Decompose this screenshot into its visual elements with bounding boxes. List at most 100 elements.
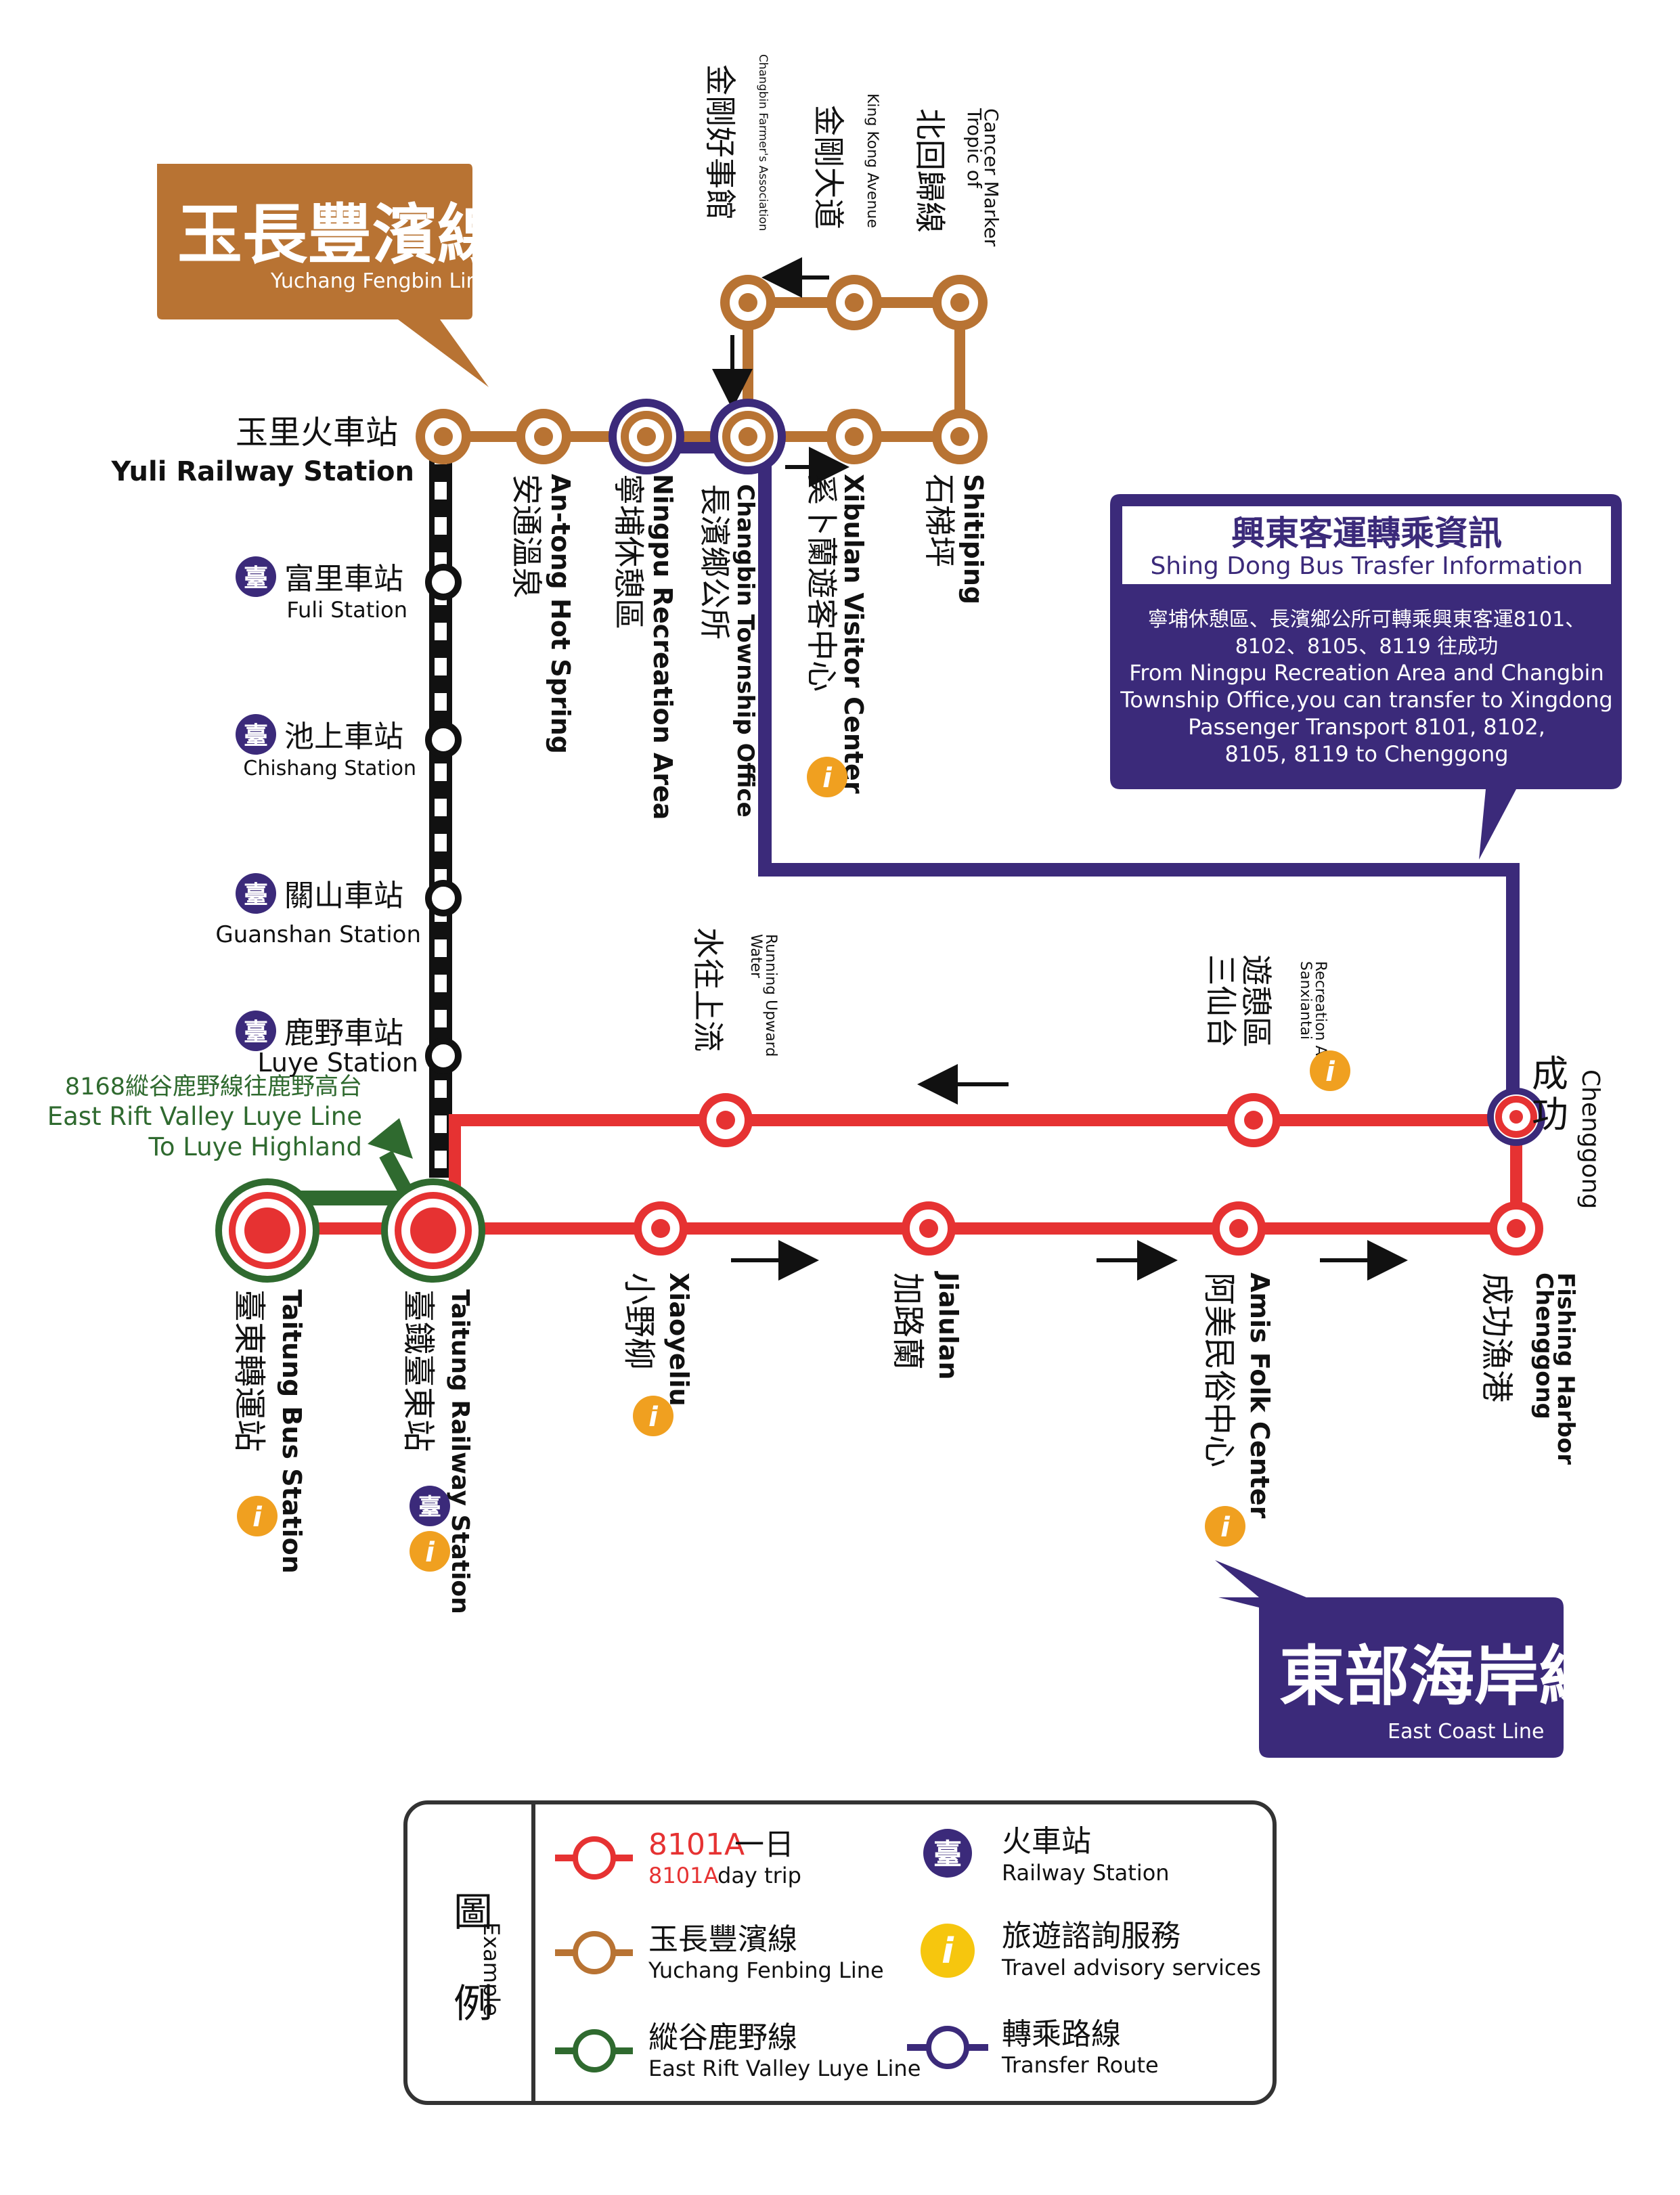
station-amis-marker[interactable] [1212,1201,1266,1256]
luye-label-zh: 鹿野車站 [284,1016,403,1050]
eastcoast-title: 東部海岸線 [1279,1639,1604,1714]
chenggong-label-en: Chenggong [1576,1069,1604,1209]
changbin-label-en: Changbin Township Office [732,484,759,818]
shingdong-info-box: 興東客運轉乘資訊 Shing Dong Bus Trasfer Informat… [1110,494,1622,860]
shitiping-label-zh: 石梯坪 [921,474,958,567]
kingkong-label-en: King Kong Avenue [864,93,881,228]
svg-text:i: i [252,1502,263,1533]
station-jingang-farm-marker[interactable] [720,275,776,330]
station-xibulan-marker[interactable] [826,409,882,464]
station-ningpu-marker[interactable] [609,399,684,474]
xiaoyeliu-label-zh: 小野柳 [620,1272,658,1370]
station-taitung-rail-marker[interactable] [381,1178,485,1283]
station-yuli-marker[interactable] [416,409,471,464]
svg-text:臺: 臺 [244,722,268,750]
xiaoyeliu-label-en: Xiaoyeliu [664,1272,694,1406]
shingdong-body-zh1: 寧埔休憩區、長濱鄉公所可轉乘興東客運8101、 [1148,608,1585,631]
vertical-labels: 安通溫泉 An-tong Hot Spring 寧埔休憩區 Ningpu Rec… [230,54,1604,1614]
jingang-farm-label-en: Changbin Farmer's Association [756,54,770,231]
info-icon: i [1205,1506,1245,1547]
svg-text:i: i [1325,1057,1335,1088]
svg-text:臺: 臺 [418,1494,441,1521]
station-changbin-marker[interactable] [710,399,786,474]
shingdong-body-zh2: 8102、8105、8119 往成功 [1235,635,1499,659]
tropic-label-zh: 北回歸線 [912,108,948,233]
antong-label-zh: 安通溫泉 [508,474,545,598]
shitiping-label-en: Shitiping [958,474,988,604]
railway-icon [236,1011,276,1051]
station-fuli-marker[interactable] [425,564,462,600]
svg-text:臺: 臺 [244,1019,268,1046]
antong-label-en: An-tong Hot Spring [546,474,575,754]
water-label-zh: 水往上流 [690,927,726,1052]
taitung-bus-label-zh: 臺東轉運站 [230,1289,268,1452]
station-luye-marker[interactable] [425,1038,462,1074]
water-label-en1: Water [747,934,764,979]
chishang-label-en: Chishang Station [243,757,416,780]
shingdong-body-en3: Passenger Transport 8101, 8102, [1188,714,1545,740]
amis-label-zh: 阿美民俗中心 [1200,1272,1238,1467]
station-chishang-marker[interactable] [425,722,462,758]
station-sanxian-marker[interactable] [1226,1093,1281,1147]
station-kingkong-marker[interactable] [826,275,882,330]
luye-line-en1: East Rift Valley Luye Line [47,1102,362,1131]
guanshan-label-zh: 關山車站 [284,879,403,913]
info-icon: i [410,1531,450,1572]
eastcoast-title-en: East Coast Line [1388,1720,1544,1744]
railway-icon [236,556,276,597]
svg-text:i: i [822,763,833,794]
harbor-label-zh: 成功漁港 [1478,1272,1516,1402]
guanshan-label-en: Guanshan Station [215,921,421,948]
luye-line-label: 8168縱谷鹿野線往鹿野高台 East Rift Valley Luye Lin… [47,1073,362,1161]
xibulan-label-zh: 奚卜蘭遊客中心 [803,474,840,692]
station-guanshan-marker[interactable] [425,880,462,916]
station-tropic-marker[interactable] [932,275,988,330]
station-antong-marker[interactable] [516,409,571,464]
chenggong-label-zh-1: 成 [1532,1052,1568,1095]
railway-icon [236,714,276,755]
station-shitiping-marker[interactable] [932,409,988,464]
yuchang-line [443,297,965,442]
info-icon: i [633,1396,673,1436]
info-icon: i [807,757,847,797]
chishang-label-zh: 池上車站 [284,719,403,754]
station-xiaoyeliu-marker[interactable] [634,1201,688,1256]
info-icon: i [237,1496,278,1536]
station-chenggong-marker[interactable] [1487,1088,1545,1146]
jialulan-label-en: Jialulan [933,1270,963,1380]
svg-text:i: i [425,1537,435,1568]
yuchang-title: 玉長豐濱線 [177,197,502,273]
tropic-label-en1: Tropic of [963,108,986,189]
direction-arrows [712,257,1408,1281]
shingdong-body-en2: Township Office,you can transfer to Xing… [1120,687,1612,713]
kingkong-label-zh: 金剛大道 [810,105,847,229]
amis-label-en: Amis Folk Center [1245,1272,1275,1519]
svg-text:臺: 臺 [244,881,268,909]
eastcoast-title-box: 東部海岸線 East Coast Line [1215,1560,1604,1758]
changbin-label-zh: 長濱鄉公所 [697,484,733,640]
yuli-label-en: Yuli Railway Station [110,456,414,487]
jialulan-label-zh: 加路蘭 [889,1272,927,1370]
harbor-label-en1: Chenggong [1530,1272,1557,1419]
shingdong-body-en1: From Ningpu Recreation Area and Changbin [1129,660,1604,686]
sanxian-label-en1: Sanxiantai [1297,961,1314,1040]
taitung-rail-label-zh: 臺鐵臺東站 [399,1289,437,1452]
svg-text:i: i [648,1402,659,1433]
svg-text:i: i [1220,1512,1231,1543]
station-water-marker[interactable] [699,1093,753,1147]
station-harbor-marker[interactable] [1489,1201,1543,1256]
guanshan-label: 臺 關山車站 Guanshan Station [215,873,421,948]
svg-text:臺: 臺 [244,564,268,592]
yuchang-title-en: Yuchang Fengbin Line [270,269,491,293]
day-trip-line-upper [449,1114,1522,1225]
luye-label-en: Luye Station [257,1048,418,1078]
shingdong-title-en: Shing Dong Bus Trasfer Information [1150,552,1583,580]
fuli-label-en: Fuli Station [286,597,407,623]
fuli-label: 臺 富里車站 Fuli Station [236,556,407,623]
station-jialulan-marker[interactable] [902,1201,956,1256]
water-label-en2: Running Upward [762,934,779,1057]
jingang-farm-label-zh: 金剛好事館 [702,64,738,220]
station-taitung-bus-marker[interactable] [215,1178,319,1283]
shingdong-title: 興東客運轉乘資訊 [1231,514,1502,553]
